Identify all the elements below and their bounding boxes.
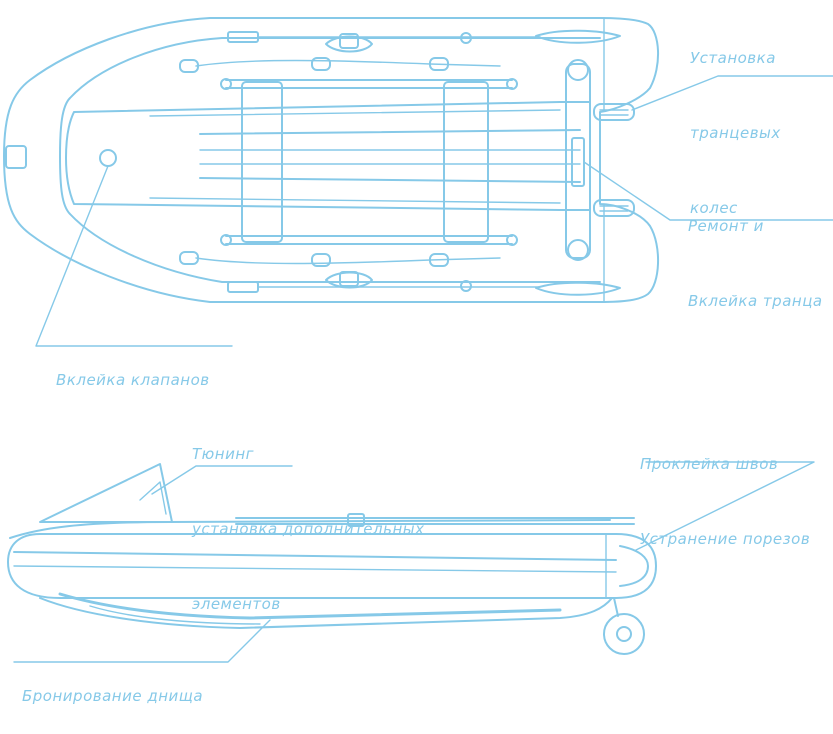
- leader-seams: [635, 461, 815, 551]
- label-repair: Ремонт и Вклейка транца: [688, 164, 833, 339]
- floor-outline: [65, 101, 591, 211]
- label-bottom-text: Бронирование днища: [22, 687, 204, 705]
- seat-rear: [443, 81, 489, 243]
- label-transom-wheels-line1: Установка: [690, 49, 776, 67]
- leader-transom-wheels: [631, 75, 833, 111]
- rope-lower: [195, 257, 501, 265]
- leader-lines: [13, 75, 833, 663]
- transom-plate: [571, 137, 585, 187]
- label-tuning-line2: установка дополнительных: [192, 520, 425, 538]
- label-transom-wheels: Установка транцевых колес: [690, 0, 781, 246]
- label-tuning: Тюнинг установка дополнительных элементо…: [192, 392, 425, 642]
- transom-wheel-side: [603, 613, 645, 655]
- transom: [565, 63, 591, 259]
- hull-outline-top: [3, 17, 660, 303]
- label-bottom: Бронирование днища: [22, 634, 203, 734]
- boat-top-view: [3, 17, 660, 303]
- leader-valves: [35, 165, 233, 347]
- side-rail: [235, 517, 635, 525]
- side-tube: [7, 533, 657, 599]
- leader-repair: [583, 161, 833, 221]
- boat-side-view: [7, 463, 657, 655]
- transom-wheel-top: [593, 103, 635, 121]
- label-tuning-line3: элементов: [192, 595, 281, 613]
- label-seams: Проклейка швов Устранение порезов: [640, 402, 833, 577]
- transom-wheel-bottom: [593, 199, 635, 217]
- leader-bottom: [13, 619, 271, 663]
- label-transom-wheels-line3: колес: [690, 199, 738, 217]
- floor-valve: [99, 149, 117, 167]
- hull-bottom: [39, 597, 613, 629]
- bow-handle: [5, 145, 27, 169]
- leader-tuning: [151, 465, 293, 495]
- label-transom-wheels-line2: транцевых: [690, 124, 781, 142]
- label-valves: Вклейка клапанов: [56, 318, 210, 418]
- oar-lower: [227, 281, 259, 293]
- boat-diagram: [3, 17, 833, 663]
- deck-line: [9, 519, 611, 539]
- label-seams-line1: Проклейка швов: [640, 455, 779, 473]
- label-tuning-line1: Тюнинг: [192, 445, 255, 463]
- label-valves-text: Вклейка клапанов: [56, 371, 210, 389]
- windshield: [39, 463, 173, 523]
- label-seams-line2: Устранение порезов: [640, 530, 811, 548]
- seat-front: [241, 81, 283, 243]
- hull-inner-top: [59, 37, 601, 283]
- label-repair-line2: Вклейка транца: [688, 292, 823, 310]
- label-repair-line1: Ремонт и: [688, 217, 764, 235]
- rope-upper: [195, 59, 501, 67]
